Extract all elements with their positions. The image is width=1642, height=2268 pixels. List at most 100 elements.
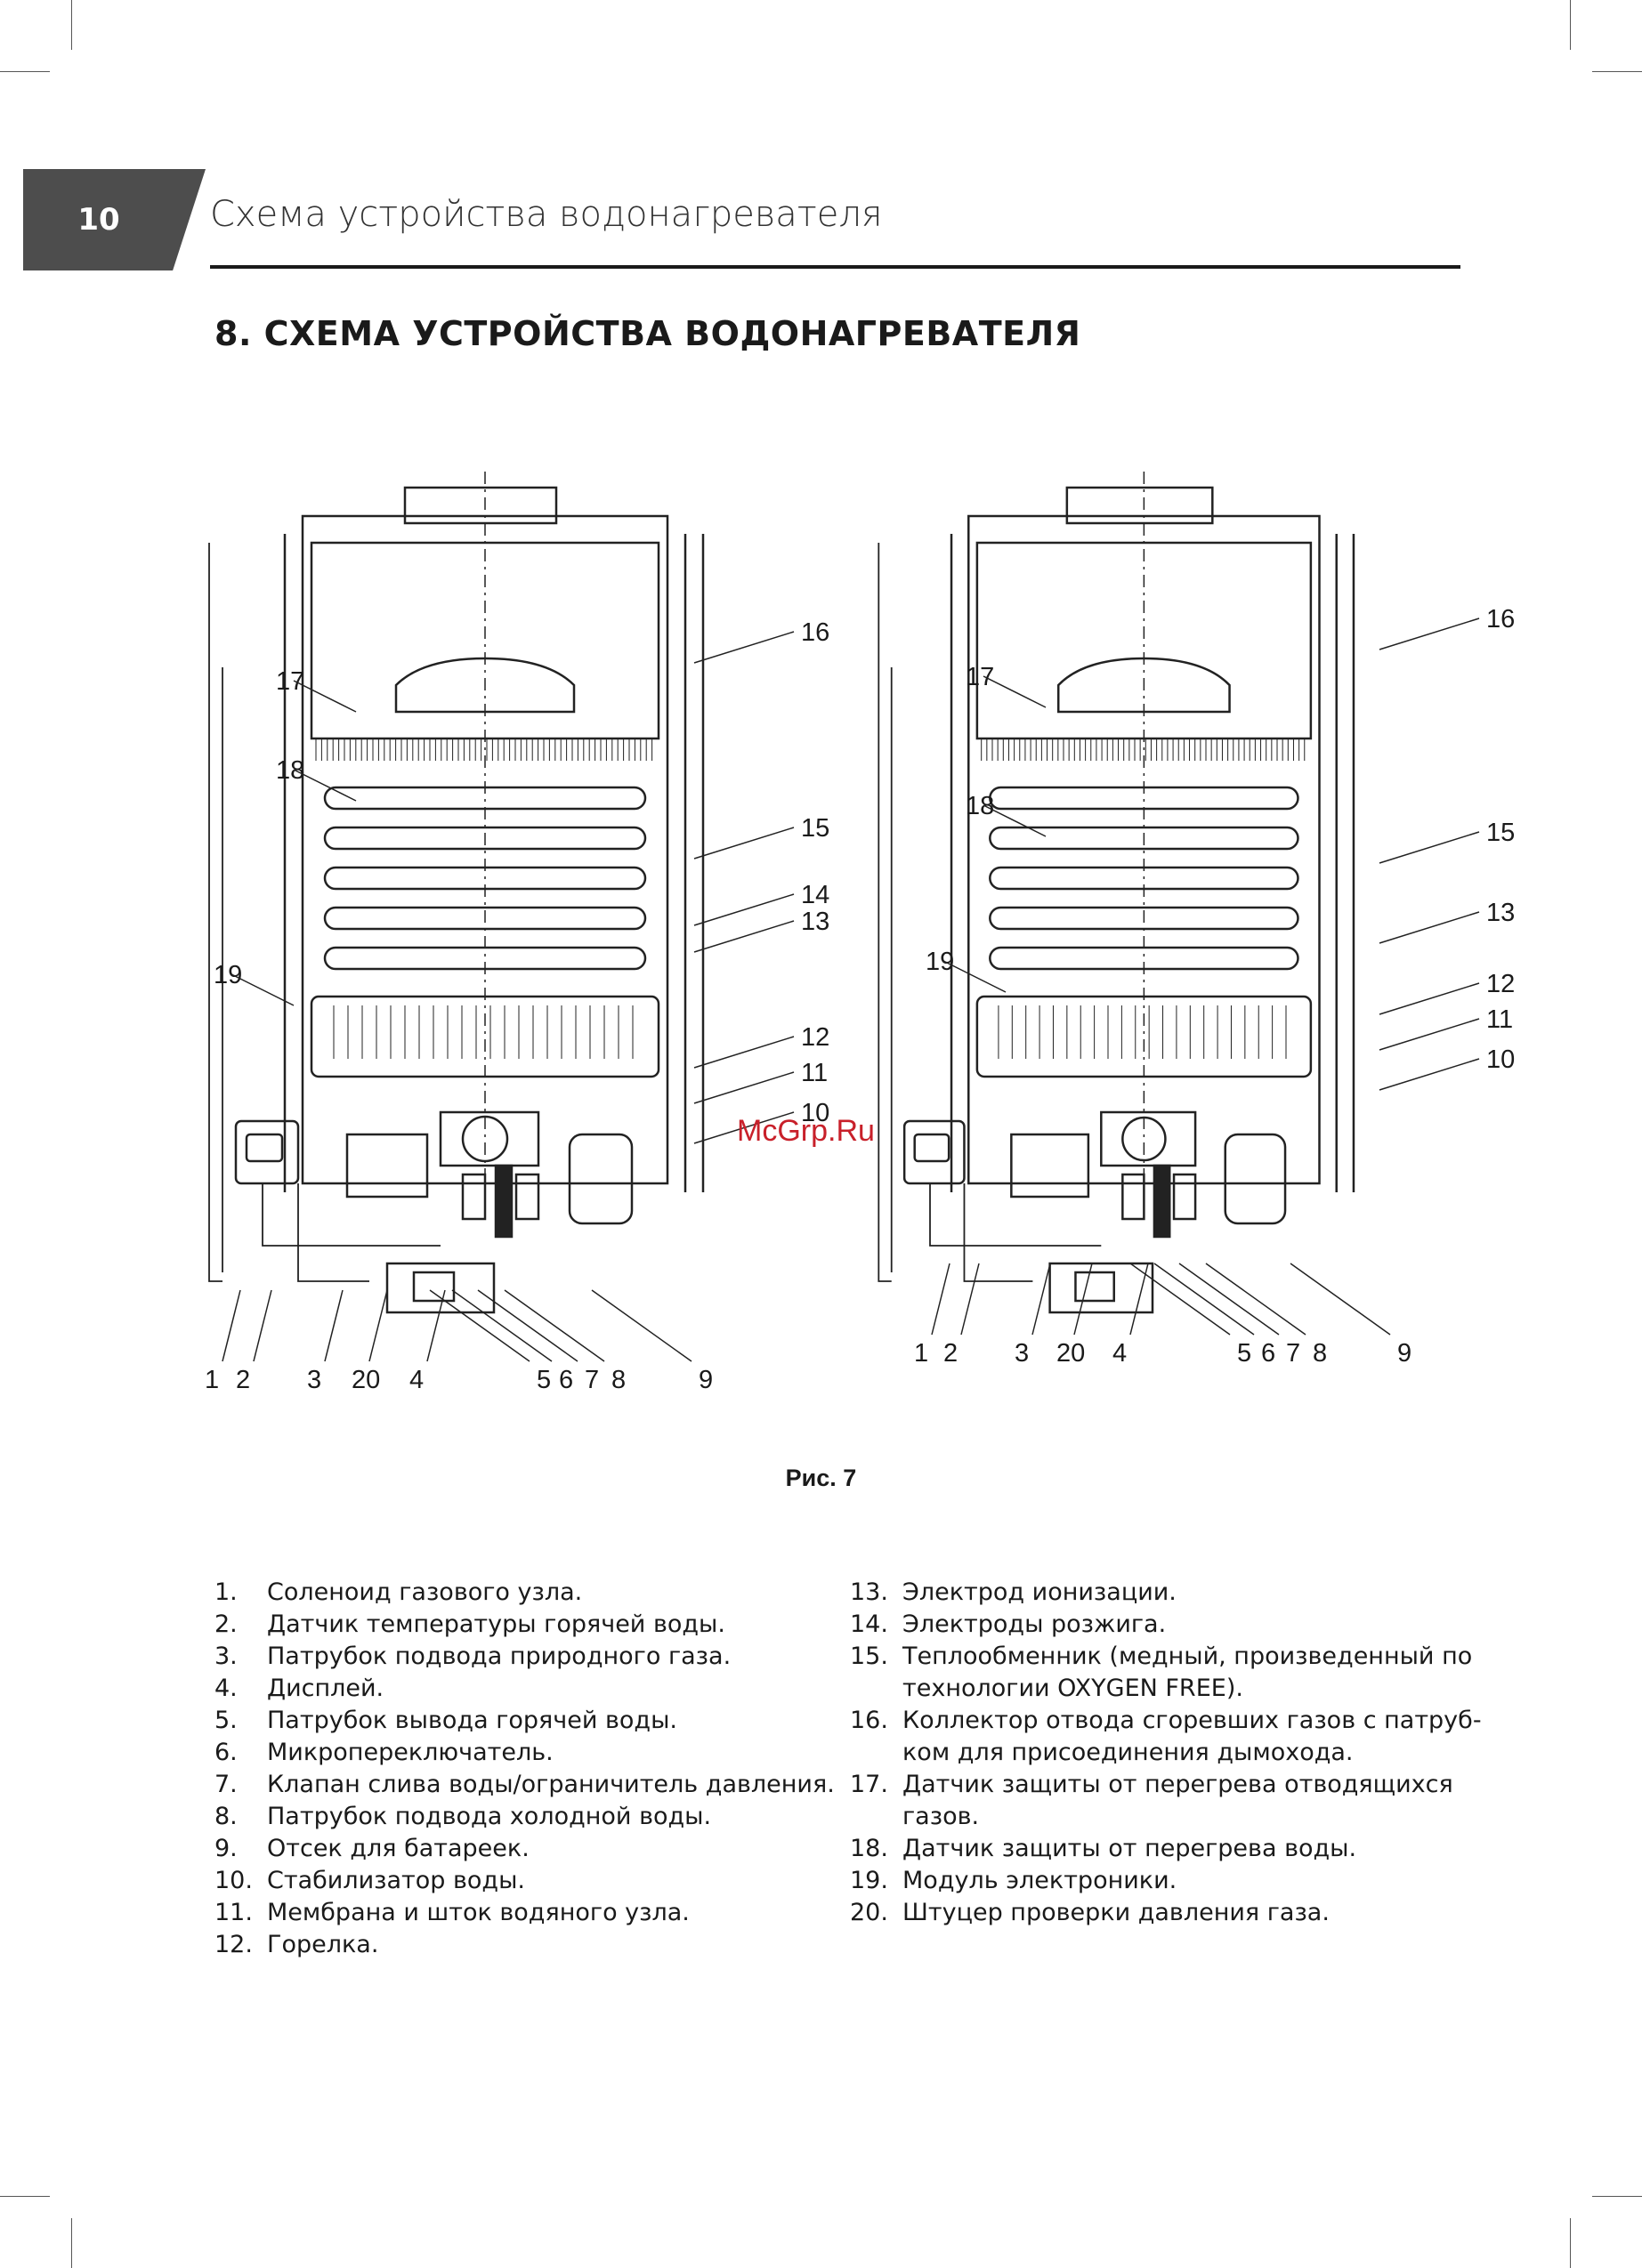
legend-number: 12. bbox=[214, 1931, 253, 1958]
leader-line bbox=[368, 1289, 388, 1362]
battery-compartment bbox=[568, 1133, 634, 1225]
legend-item: 8. Патрубок подвода холодной воды. bbox=[214, 1801, 837, 1833]
legend-number: 15. bbox=[850, 1642, 888, 1670]
leader-line bbox=[1205, 1263, 1306, 1336]
legend-number: 6. bbox=[214, 1739, 238, 1766]
leader-line bbox=[693, 1111, 795, 1144]
leader-line bbox=[1153, 1263, 1255, 1336]
legend-text: Теплообменник (медный, произведенный по … bbox=[902, 1642, 1473, 1702]
leader-line bbox=[426, 1289, 446, 1362]
callout-label: 9 bbox=[699, 1366, 713, 1394]
legend-item: 10.Стабилизатор воды. bbox=[214, 1865, 837, 1897]
legend-text: Электроды розжига. bbox=[902, 1610, 1167, 1638]
legend-number: 9. bbox=[214, 1835, 238, 1862]
leader-line bbox=[693, 893, 795, 926]
legend-text: Штуцер проверки давления газа. bbox=[902, 1899, 1330, 1926]
legend-number: 4. bbox=[214, 1675, 238, 1702]
callout-label: 12 bbox=[801, 1023, 829, 1052]
legend-item: 14. Электроды розжига. bbox=[850, 1609, 1491, 1641]
callout-label: 15 bbox=[801, 814, 829, 843]
legend-item: 1.Соленоид газового узла. bbox=[214, 1577, 837, 1609]
legend-item: 20.Штуцер проверки давления газа. bbox=[850, 1897, 1491, 1929]
callout-label: 10 bbox=[1486, 1045, 1515, 1074]
leader-line bbox=[693, 920, 795, 953]
legend-number: 7. bbox=[214, 1771, 238, 1798]
display-screen bbox=[412, 1271, 456, 1303]
wire bbox=[297, 1183, 369, 1282]
cold-water-inlet bbox=[1172, 1173, 1197, 1221]
figure-caption: Рис. 7 bbox=[785, 1465, 857, 1491]
module-window bbox=[245, 1133, 284, 1163]
leader-line bbox=[693, 827, 795, 860]
heater-frame bbox=[301, 514, 669, 1185]
callout-label: 5 bbox=[537, 1366, 551, 1394]
water-unit bbox=[439, 1110, 540, 1167]
header-rule bbox=[210, 265, 1460, 269]
legend-text: Датчик защиты от перегрева воды. bbox=[902, 1835, 1357, 1862]
callout-label: 19 bbox=[926, 948, 954, 976]
crop-mark bbox=[0, 71, 50, 72]
legend-number: 14. bbox=[850, 1610, 888, 1638]
legend-number: 13. bbox=[850, 1578, 888, 1606]
legend-text: Патрубок подвода природного газа. bbox=[267, 1642, 732, 1670]
callout-label: 13 bbox=[801, 908, 829, 936]
callout-label: 17 bbox=[276, 667, 304, 696]
legend-item: 11.Мембрана и шток водяного узла. bbox=[214, 1897, 837, 1929]
legend-column-left: 1.Соленоид газового узла.2.Датчик темпер… bbox=[214, 1577, 837, 1961]
legend-item: 6. Микропереключатель. bbox=[214, 1737, 837, 1769]
callout-label: 4 bbox=[409, 1366, 424, 1394]
legend-item: 15. Теплообменник (медный, произведенный … bbox=[850, 1641, 1491, 1705]
legend-number: 8. bbox=[214, 1803, 238, 1830]
burner bbox=[310, 995, 660, 1078]
legend-item: 4.Дисплей. bbox=[214, 1673, 837, 1705]
leader-line bbox=[1129, 1263, 1149, 1336]
leader-line bbox=[983, 804, 1047, 837]
flue-gas-collector bbox=[975, 541, 1313, 740]
wire bbox=[878, 543, 892, 1282]
leader-line bbox=[429, 1289, 530, 1362]
callout-label: 16 bbox=[1486, 605, 1515, 634]
cold-water-inlet bbox=[514, 1173, 540, 1221]
callout-label: 1 bbox=[205, 1366, 219, 1394]
leader-line bbox=[983, 675, 1047, 708]
callout-label: 4 bbox=[1112, 1339, 1127, 1368]
display bbox=[1048, 1262, 1154, 1314]
callout-label: 6 bbox=[1261, 1339, 1275, 1368]
drain-valve bbox=[494, 1164, 514, 1239]
watermark-text: McGrp.Ru bbox=[737, 1114, 875, 1148]
leader-line bbox=[1031, 1263, 1051, 1336]
callout-label: 17 bbox=[966, 663, 994, 691]
crop-mark bbox=[71, 2218, 72, 2268]
leader-line bbox=[1379, 1058, 1480, 1091]
callout-label: 11 bbox=[1486, 1005, 1513, 1034]
leader-line bbox=[324, 1289, 344, 1362]
crop-mark bbox=[1570, 0, 1571, 50]
wire bbox=[262, 1183, 441, 1247]
legend-item: 7.Клапан слива воды/ограничитель давлени… bbox=[214, 1769, 837, 1801]
callout-label: 8 bbox=[611, 1366, 626, 1394]
hot-water-outlet bbox=[1121, 1173, 1145, 1221]
drain-valve bbox=[1153, 1164, 1171, 1239]
callout-label: 10 bbox=[801, 1099, 829, 1127]
section-title: 8. СХЕМА УСТРОЙСТВА ВОДОНАГРЕВАТЕЛЯ bbox=[214, 314, 1081, 353]
legend-item: 5.Патрубок вывода горячей воды. bbox=[214, 1705, 837, 1737]
crop-mark bbox=[1570, 2218, 1571, 2268]
hot-water-outlet bbox=[461, 1173, 487, 1221]
legend-text: Патрубок подвода холодной воды. bbox=[267, 1803, 712, 1830]
flue-outlet bbox=[403, 486, 558, 525]
leader-line bbox=[591, 1289, 692, 1362]
callout-label: 18 bbox=[966, 792, 994, 820]
wire bbox=[208, 543, 222, 1282]
callout-label: 15 bbox=[1486, 819, 1515, 847]
crop-mark bbox=[71, 0, 72, 50]
callout-label: 20 bbox=[1056, 1339, 1085, 1368]
legend-column-right: 13.Электрод ионизации.14.Электроды розжи… bbox=[850, 1577, 1491, 1929]
leader-line bbox=[693, 1071, 795, 1104]
legend-text: Микропереключатель. bbox=[267, 1739, 554, 1766]
legend-item: 3.Патрубок подвода природного газа. bbox=[214, 1641, 837, 1673]
leader-line bbox=[253, 1289, 272, 1362]
legend-item: 9.Отсек для батареек. bbox=[214, 1833, 837, 1865]
collector-window bbox=[1056, 657, 1231, 714]
module-window bbox=[913, 1133, 950, 1163]
